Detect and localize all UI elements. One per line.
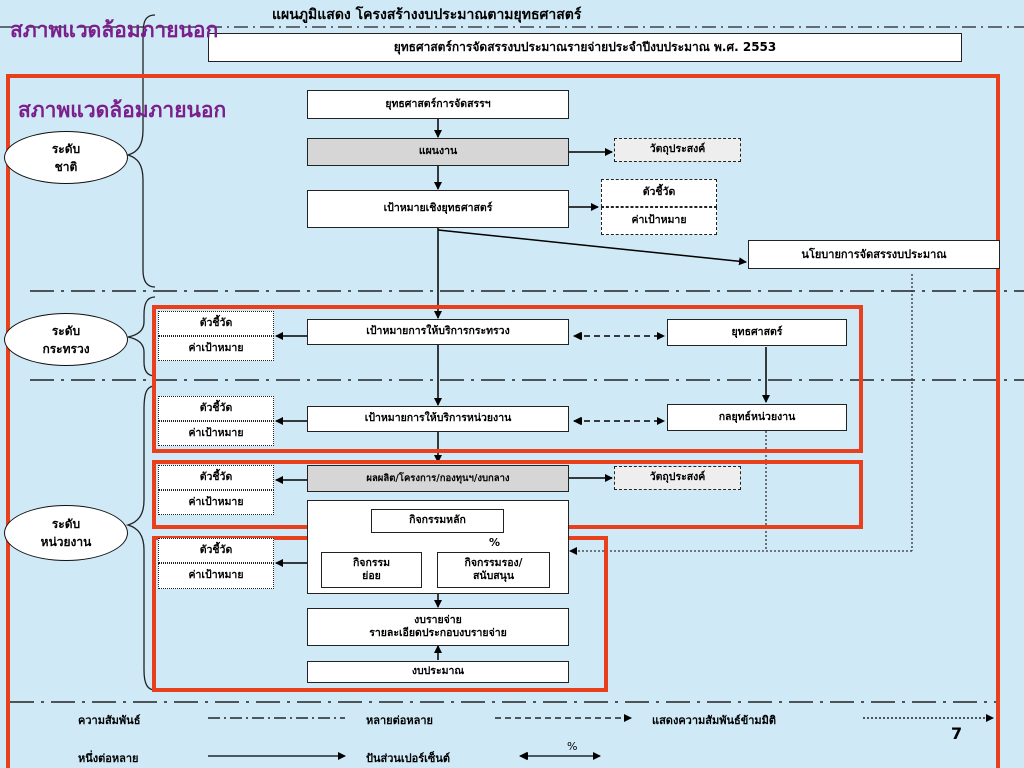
output-box: ผลผลิต/โครงการ/กองทุนฯ/งบกลาง: [307, 465, 569, 492]
objective-box-national: วัตถุประสงค์: [614, 138, 741, 162]
indicator-box-agency: ตัวชี้วัด: [158, 396, 274, 421]
level-national: ระดับ ชาติ: [4, 131, 128, 184]
strategic-goal-box: เป้าหมายเชิงยุทธศาสตร์: [307, 190, 569, 228]
support-activity-box: กิจกรรมรอง/ สนับสนุน: [437, 552, 550, 588]
page-number: 7: [951, 724, 963, 743]
target-box-ministry: ค่าเป้าหมาย: [158, 336, 274, 361]
outer-frame: [6, 74, 1000, 768]
main-activity-box: กิจกรรมหลัก: [371, 509, 504, 533]
indicator-box-activity: ตัวชี้วัด: [158, 538, 274, 563]
brace-national: [125, 14, 156, 288]
level-ministry: ระดับ กระทรวง: [4, 313, 128, 366]
agency-strategy-box: กลยุทธ์หน่วยงาน: [667, 404, 847, 431]
brace-ministry: [127, 296, 156, 377]
sub-activity-box: กิจกรรม ย่อย: [321, 552, 422, 588]
target-box-agency: ค่าเป้าหมาย: [158, 421, 274, 446]
legend-relation: ความสัมพันธ์: [78, 714, 141, 727]
strategy-box: ยุทธศาสตร์การจัดสรรฯ: [307, 90, 569, 119]
page-title: แผนภูมิแสดง โครงสร้างงบประมาณตามยุทธศาสต…: [272, 7, 582, 23]
indicator-box-national: ตัวชี้วัด: [601, 179, 717, 207]
brace-agency: [125, 385, 156, 691]
expenditure-box: งบรายจ่าย รายละเอียดประกอบงบรายจ่าย: [307, 608, 569, 646]
budget-policy-box: นโยบายการจัดสรรงบประมาณ: [748, 240, 1000, 269]
plan-box: แผนงาน: [307, 138, 569, 166]
ministry-strategy-box: ยุทธศาสตร์: [667, 319, 847, 346]
percent-label: %: [489, 536, 501, 549]
legend-many-to-many: หลายต่อหลาย: [366, 714, 433, 727]
agency-goal-box: เป้าหมายการให้บริการหน่วยงาน: [307, 406, 569, 432]
objective-box-output: วัตถุประสงค์: [614, 466, 741, 490]
budget-year-strategy-box: ยุทธศาสตร์การจัดสรรงบประมาณรายจ่ายประจำป…: [208, 33, 962, 62]
legend-one-to-many: หนึ่งต่อหลาย: [78, 752, 139, 765]
legend-percent-share: ปันส่วนเปอร์เซ็นต์: [366, 752, 451, 765]
section-heading: สภาพแวดล้อมภายนอก: [18, 97, 227, 122]
target-box-activity: ค่าเป้าหมาย: [158, 563, 274, 589]
target-box-national: ค่าเป้าหมาย: [601, 207, 717, 235]
level-agency: ระดับ หน่วยงาน: [4, 505, 128, 561]
ministry-goal-box: เป้าหมายการให้บริการกระทรวง: [307, 319, 569, 345]
indicator-box-ministry: ตัวชี้วัด: [158, 311, 274, 336]
frame-goals: [152, 305, 863, 453]
overlay-heading: สภาพแวดล้อมภายนอก: [10, 17, 219, 42]
indicator-box-output: ตัวชี้วัด: [158, 465, 274, 490]
budget-box: งบประมาณ: [307, 661, 569, 683]
legend-percent-symbol: %: [567, 740, 578, 753]
target-box-output: ค่าเป้าหมาย: [158, 490, 274, 515]
legend-cross-level: แสดงความสัมพันธ์ข้ามมิติ: [652, 714, 777, 727]
